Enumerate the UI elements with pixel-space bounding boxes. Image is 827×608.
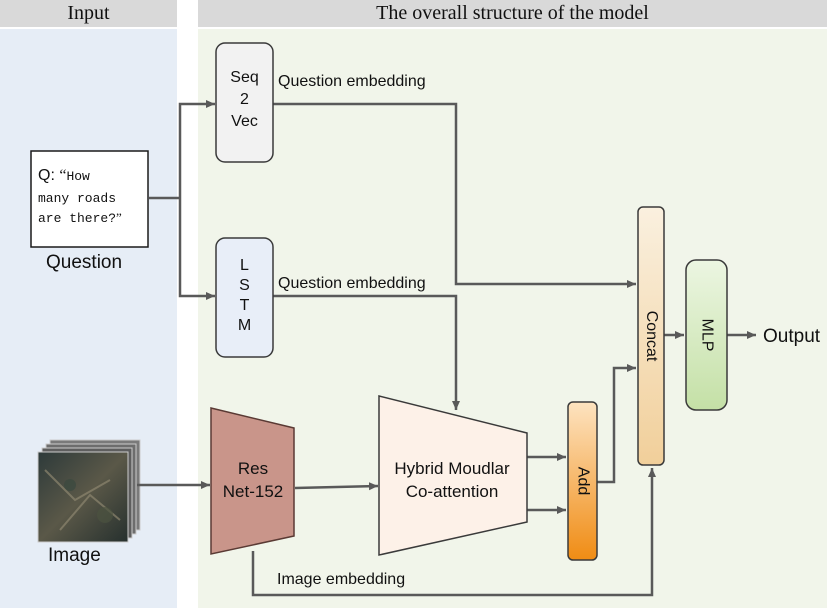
question-embedding-label-1: Question embedding: [278, 73, 426, 90]
model-header: The overall structure of the model: [198, 0, 827, 27]
close-quote: ”: [116, 210, 122, 225]
question-prefix: Q:: [38, 167, 59, 184]
resnet-label-2: Net-152: [223, 482, 283, 501]
seq2vec-label-2: 2: [240, 91, 249, 108]
input-header: Input: [0, 0, 177, 27]
lstm-label-m: M: [238, 317, 251, 334]
image-embedding-label: Image embedding: [277, 571, 405, 588]
seq2vec-label-1: Seq: [230, 69, 258, 86]
question-embedding-label-2: Question embedding: [278, 275, 426, 292]
resnet-block: Res Net-152: [210, 407, 295, 555]
svg-text:are there?”: are there?”: [38, 210, 122, 226]
question-line-3: are there?: [38, 211, 116, 226]
seq2vec-block: Seq 2 Vec: [215, 42, 274, 163]
concat-block: Concat: [637, 206, 665, 466]
hybrid-coattention-block: Hybrid Moudlar Co-attention: [378, 395, 528, 556]
mlp-label: MLP: [698, 319, 715, 352]
hybrid-label-2: Co-attention: [406, 482, 499, 501]
question-line-2: many roads: [38, 191, 116, 206]
image-caption: Image: [48, 545, 101, 566]
lstm-label-s: S: [239, 277, 250, 294]
image-stack-icon: [37, 439, 141, 543]
question-caption: Question: [46, 252, 122, 273]
lstm-block: L S T M: [215, 237, 274, 358]
lstm-label-l: L: [240, 257, 249, 274]
lstm-label-t: T: [240, 297, 250, 314]
add-block: Add: [567, 401, 598, 561]
seq2vec-label-3: Vec: [231, 113, 258, 130]
output-label: Output: [763, 326, 821, 347]
mlp-block: MLP: [685, 259, 728, 411]
connectors: [137, 100, 756, 597]
resnet-label-1: Res: [238, 459, 268, 478]
add-label: Add: [574, 467, 591, 495]
question-line-1: How: [66, 169, 90, 184]
hybrid-label-1: Hybrid Moudlar: [394, 459, 510, 478]
question-box: Q: “How many roads are there?”: [30, 150, 149, 248]
concat-label: Concat: [643, 311, 660, 362]
open-quote: “: [59, 167, 66, 184]
svg-text:Q: “How: Q: “How: [38, 167, 90, 184]
